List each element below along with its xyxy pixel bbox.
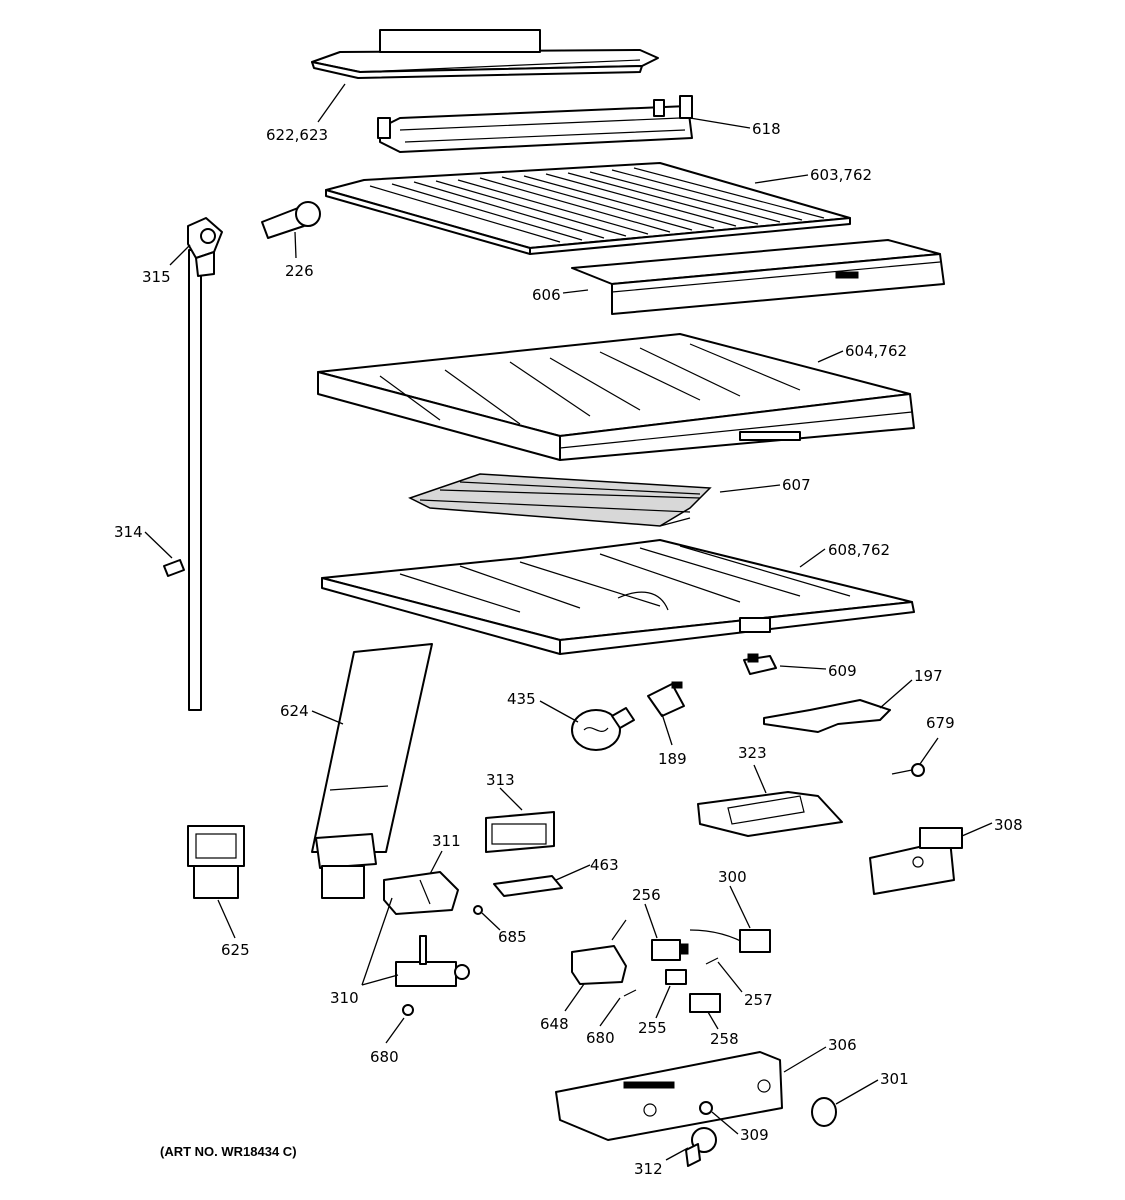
callout-312: 312 bbox=[634, 1160, 663, 1178]
part-301-knob bbox=[811, 1097, 837, 1127]
callout-256: 256 bbox=[632, 886, 661, 904]
callout-685: 685 bbox=[498, 928, 527, 946]
part-311-thermostat bbox=[383, 871, 459, 915]
part-607-heater bbox=[408, 473, 712, 527]
callout-435: 435 bbox=[507, 690, 536, 708]
part-463-strip bbox=[493, 875, 563, 897]
part-618-strip bbox=[377, 95, 693, 153]
callout-189: 189 bbox=[658, 750, 687, 768]
part-680-screw-a bbox=[623, 989, 637, 997]
part-606-channel bbox=[571, 239, 945, 315]
callout-258: 258 bbox=[710, 1030, 739, 1048]
callout-309: 309 bbox=[740, 1126, 769, 1144]
callout-313: 313 bbox=[486, 771, 515, 789]
part-314-clip bbox=[163, 559, 185, 577]
leader-lines bbox=[144, 83, 993, 1161]
part-604-tray bbox=[317, 333, 915, 461]
callout-603: 603,762 bbox=[810, 166, 872, 184]
part-197-wire bbox=[763, 699, 891, 733]
callout-609: 609 bbox=[828, 662, 857, 680]
callout-314: 314 bbox=[114, 523, 143, 541]
art-number: (ART NO. WR18434 C) bbox=[160, 1144, 297, 1159]
callout-680-b: 680 bbox=[370, 1048, 399, 1066]
callout-625: 625 bbox=[221, 941, 250, 959]
callout-463: 463 bbox=[590, 856, 619, 874]
part-648-timer bbox=[571, 919, 627, 985]
callout-606: 606 bbox=[532, 286, 561, 304]
part-300-sensor bbox=[689, 929, 771, 953]
callout-604: 604,762 bbox=[845, 342, 907, 360]
callout-607: 607 bbox=[782, 476, 811, 494]
callout-323: 323 bbox=[738, 744, 767, 762]
callout-257: 257 bbox=[744, 991, 773, 1009]
callout-301: 301 bbox=[880, 1070, 909, 1088]
part-603-ribbed-shelf bbox=[325, 162, 851, 255]
part-323-box bbox=[697, 791, 843, 837]
part-255-button bbox=[665, 969, 687, 985]
part-680-screw-b bbox=[402, 1004, 414, 1016]
callout-648: 648 bbox=[540, 1015, 569, 1033]
part-309-plug bbox=[699, 1101, 713, 1115]
callout-197: 197 bbox=[914, 667, 943, 685]
part-310-control bbox=[395, 935, 470, 987]
callout-308: 308 bbox=[994, 816, 1023, 834]
part-679-screw bbox=[891, 763, 925, 777]
callout-226: 226 bbox=[285, 262, 314, 280]
part-306-console bbox=[555, 1051, 783, 1141]
callout-679: 679 bbox=[926, 714, 955, 732]
part-608-tray bbox=[321, 539, 915, 655]
part-312-knob bbox=[685, 1127, 717, 1167]
part-257-screw bbox=[705, 957, 719, 965]
callout-618: 618 bbox=[752, 120, 781, 138]
callout-306: 306 bbox=[828, 1036, 857, 1054]
callout-680-a: 680 bbox=[586, 1029, 615, 1047]
callout-311: 311 bbox=[432, 832, 461, 850]
part-226-socket bbox=[261, 201, 321, 239]
callout-255: 255 bbox=[638, 1019, 667, 1037]
part-685-screw bbox=[473, 905, 483, 915]
callout-622: 622,623 bbox=[266, 126, 328, 144]
part-625-housing bbox=[187, 825, 245, 899]
callout-624: 624 bbox=[280, 702, 309, 720]
callout-300: 300 bbox=[718, 868, 747, 886]
part-308-plate bbox=[869, 827, 963, 895]
part-622-top-cover bbox=[311, 29, 659, 79]
callout-310: 310 bbox=[330, 989, 359, 1007]
part-315-rod bbox=[187, 217, 223, 711]
part-189-socket bbox=[647, 681, 685, 717]
part-313-cover bbox=[485, 811, 555, 853]
part-609-clip bbox=[743, 653, 777, 675]
part-435-bulb bbox=[571, 707, 635, 751]
part-258-button bbox=[689, 993, 721, 1013]
callout-608: 608,762 bbox=[828, 541, 890, 559]
part-624-panel bbox=[311, 643, 433, 899]
callout-315: 315 bbox=[142, 268, 171, 286]
part-256-switch bbox=[651, 939, 689, 961]
